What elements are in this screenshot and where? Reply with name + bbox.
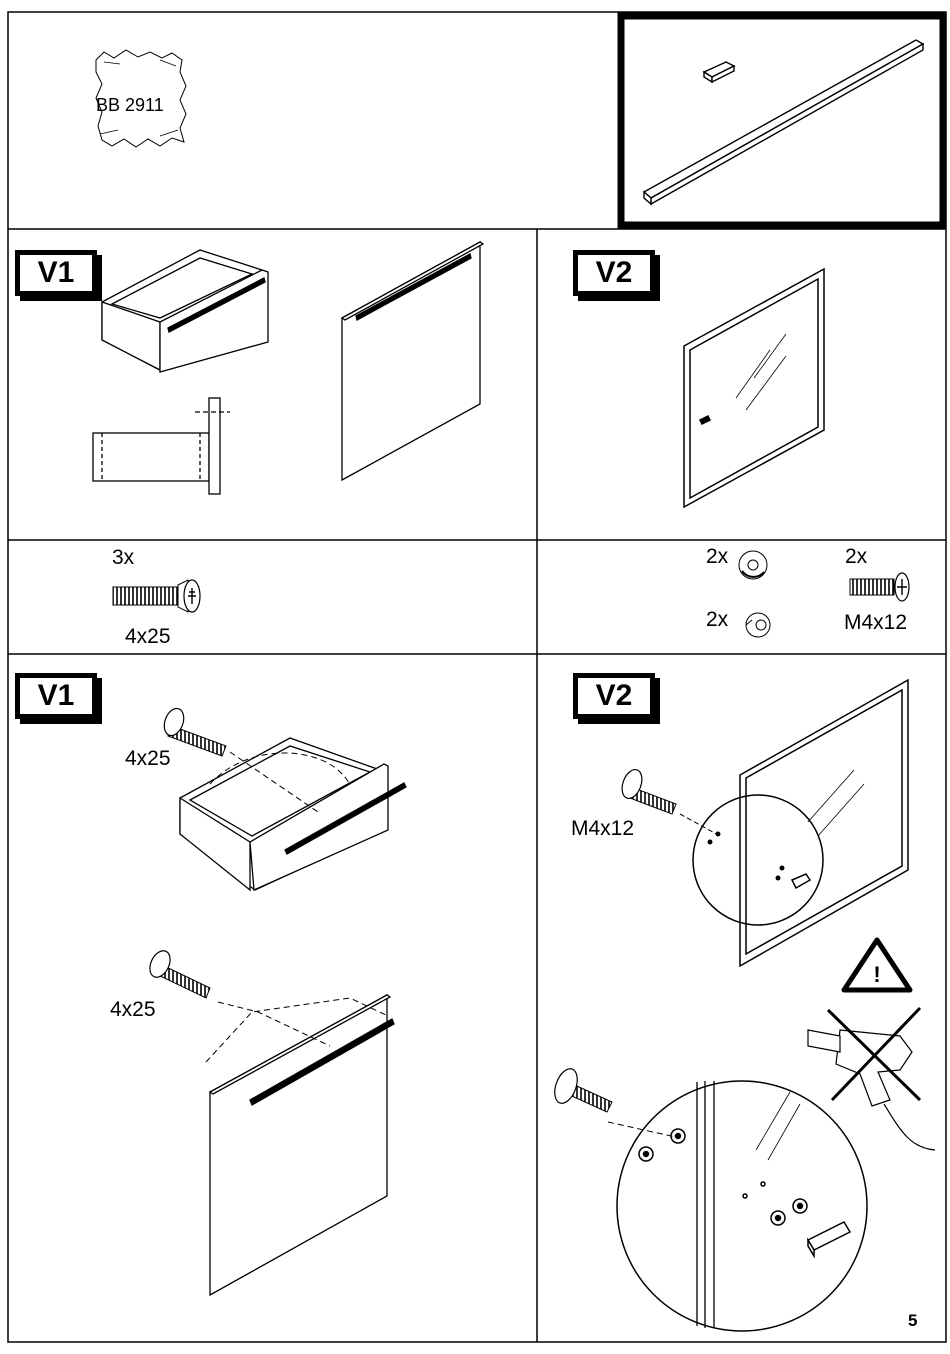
screw-m4x12-mount-icon <box>618 767 676 814</box>
bushing-quantity: 2x <box>706 609 728 630</box>
screw-detail-icon <box>550 1066 612 1112</box>
page-number: 5 <box>908 1311 917 1331</box>
screw-m4x12-size: M4x12 <box>844 612 907 633</box>
drawer-illustration <box>102 250 268 372</box>
screw-m4x12-icon <box>850 573 909 601</box>
front-assembly-illustration <box>206 995 394 1295</box>
washer-icon <box>739 551 767 579</box>
drawer-screw-size: 4x25 <box>125 748 171 769</box>
screw-quantity-3x: 3x <box>112 547 134 568</box>
warning-icon: ! <box>844 940 910 990</box>
bushing-icon <box>746 613 770 637</box>
variant-badge-v1-bottom: V1 <box>15 673 97 719</box>
glass-door-mount-illustration <box>680 680 908 966</box>
mount-detail-circle <box>608 1081 867 1331</box>
variant-badge-v1-top: V1 <box>15 250 97 296</box>
front-panel-illustration <box>342 242 483 480</box>
drawer-assembly-illustration <box>180 738 406 890</box>
screw-4x25-icon <box>113 580 200 612</box>
variant-badge-v2-top: V2 <box>573 250 655 296</box>
glass-door-illustration <box>684 269 824 507</box>
mount-screw-size: M4x12 <box>571 818 634 839</box>
warning-symbol: ! <box>873 962 880 987</box>
joint-section-illustration <box>93 398 230 494</box>
screw-4x25-front-icon <box>146 948 210 998</box>
screw-m4x12-quantity: 2x <box>845 546 867 567</box>
screw-size-4x25: 4x25 <box>125 626 171 647</box>
front-screw-size: 4x25 <box>110 999 156 1020</box>
washer-quantity: 2x <box>706 546 728 567</box>
bag-label: BB 2911 <box>96 96 164 114</box>
handle-rail-frame <box>621 16 943 225</box>
variant-badge-v2-bottom: V2 <box>573 673 655 719</box>
